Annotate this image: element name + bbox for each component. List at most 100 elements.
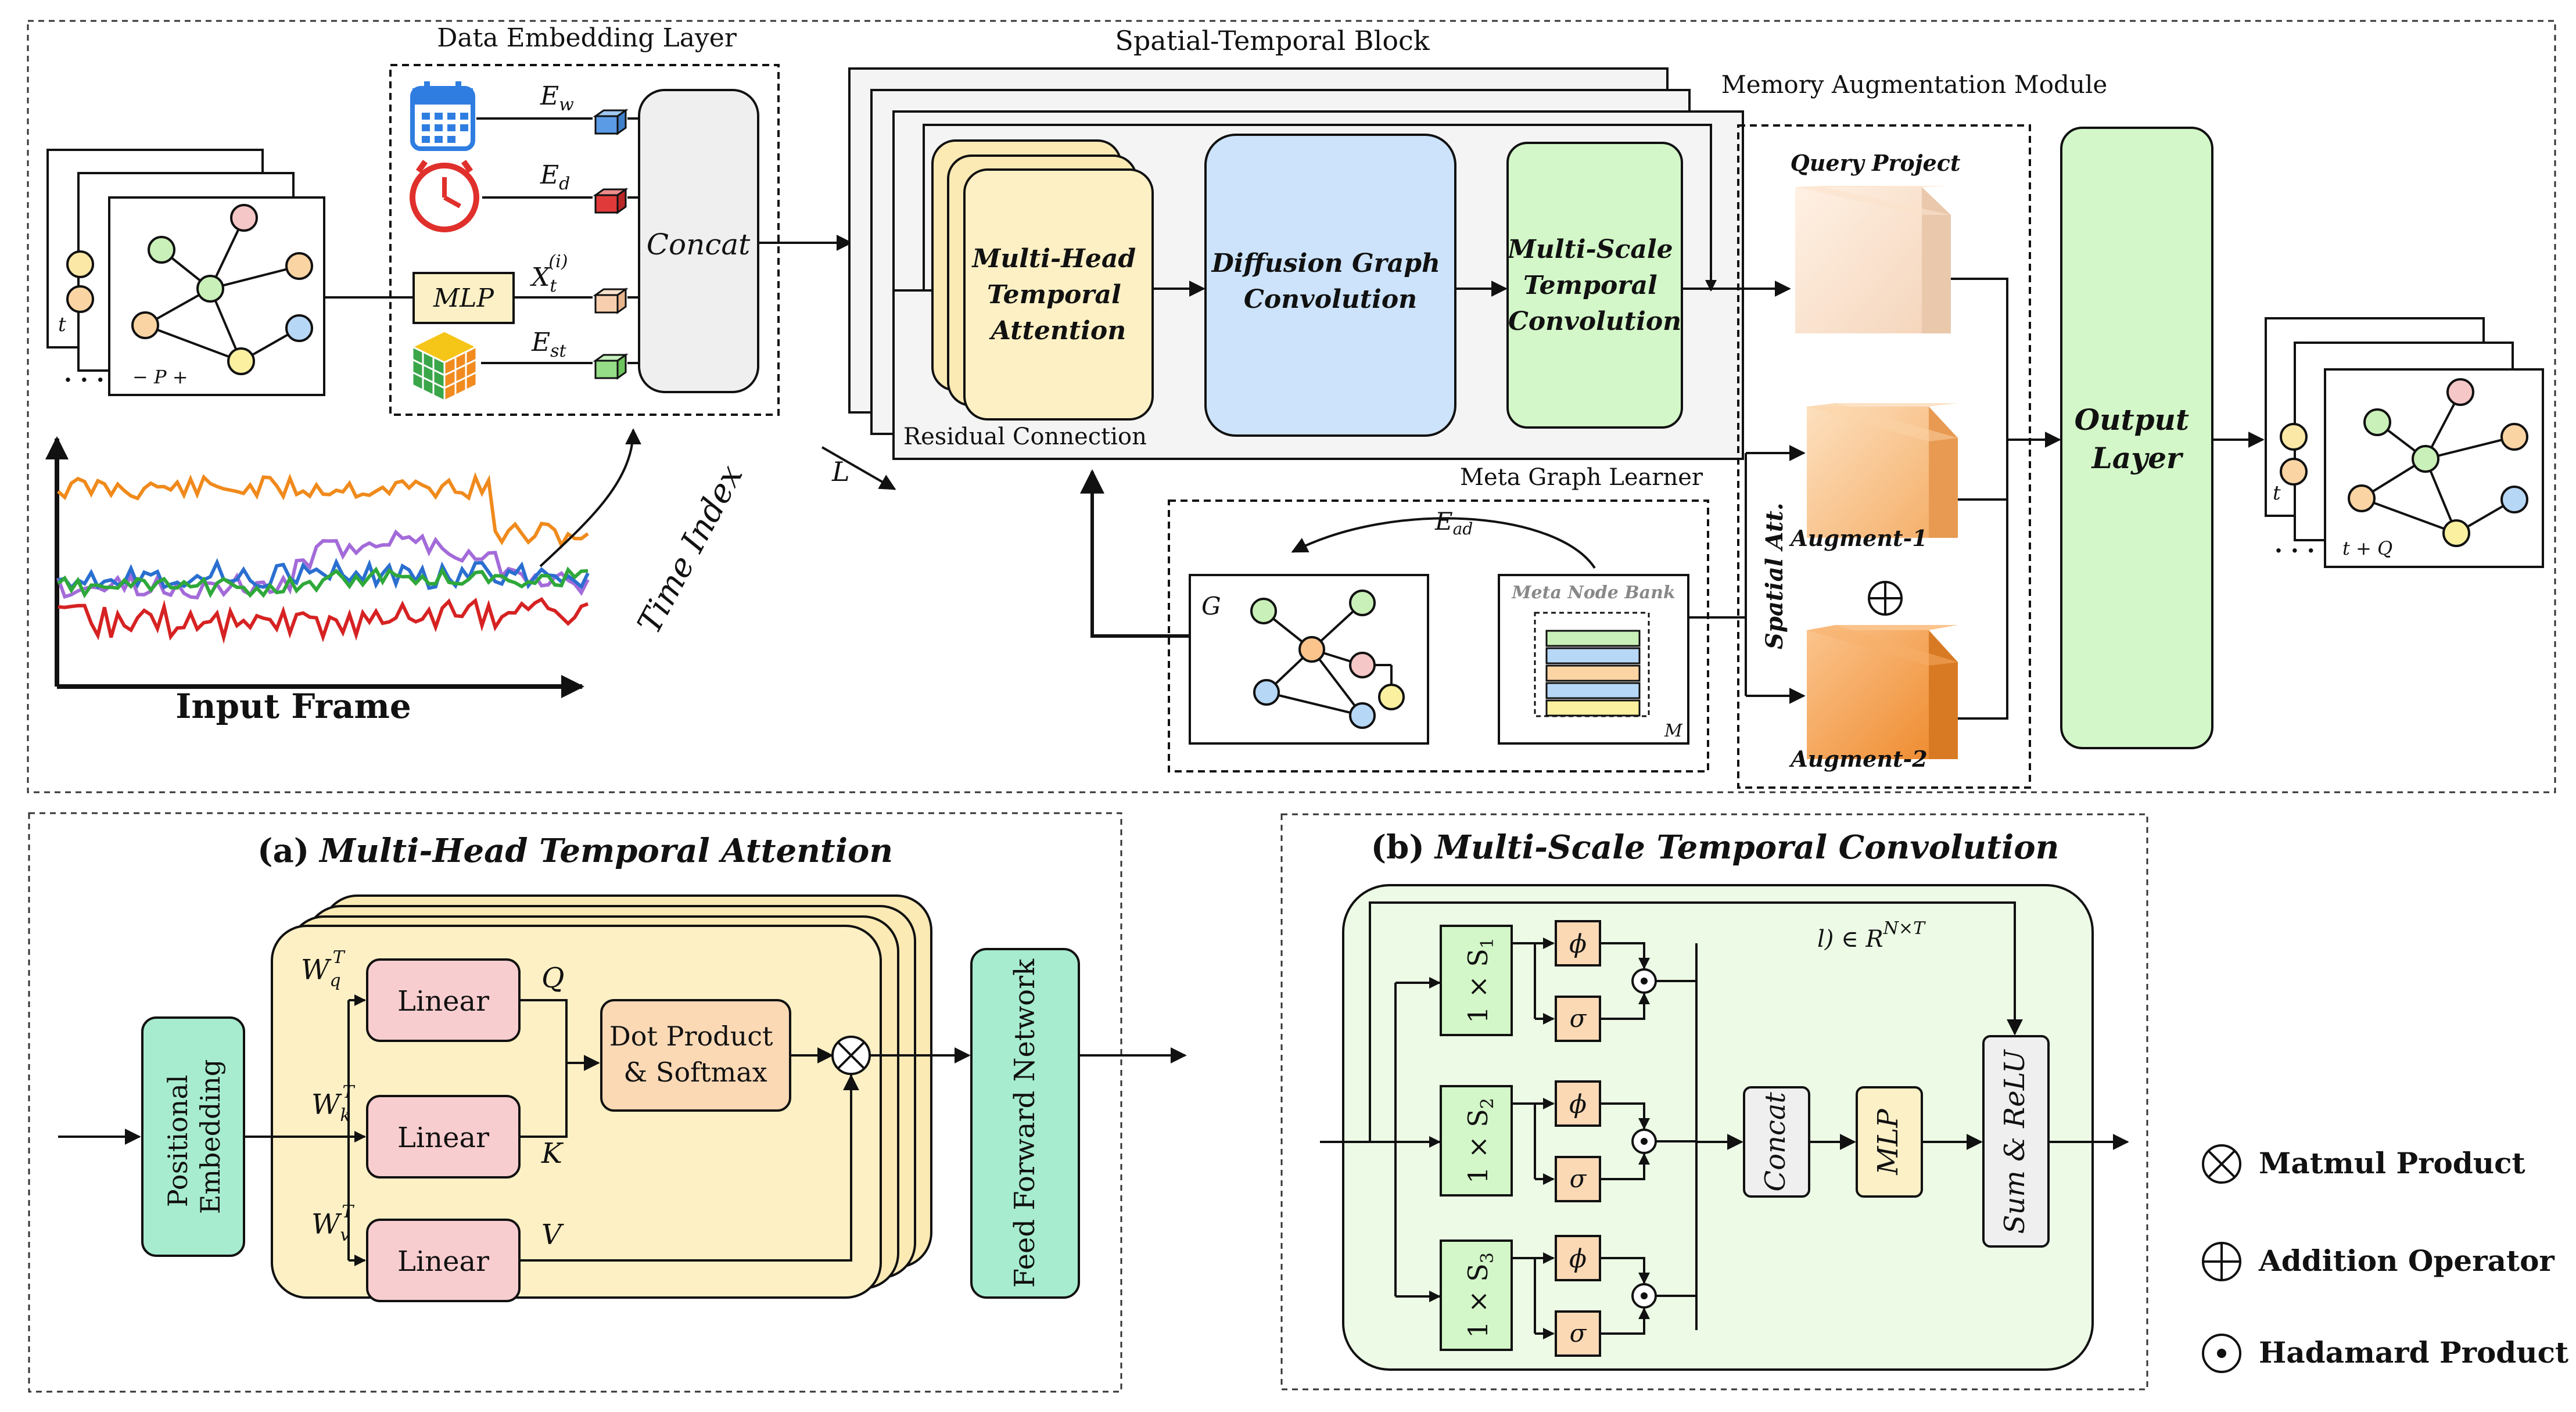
memory-frame [1737,124,2031,789]
time-index-label: Time Index [630,459,751,639]
input-frame-dots: · · · [64,367,105,394]
memory-title: Memory Augmentation Module [1721,70,2108,99]
svg-text:Est: Est [531,328,567,361]
sigma-label-2: σ [1570,1165,1587,1193]
edge-label: E [1434,507,1453,536]
pb-container [1342,884,2094,1371]
output-layer-label: Output Layer [2075,403,2200,475]
time-index-arrow [539,428,641,567]
ffn-label: Feed Forward Network [1009,958,1041,1288]
svg-text:Ew: Ew [540,81,574,115]
top-frame [27,20,2556,793]
augment2-cube [1807,625,1958,759]
embedding-lines [476,117,639,364]
graph-g-nodes [1250,590,1405,729]
svg-text:Multi-Head Temporal: Multi-Head Temporal Attention [971,244,1145,346]
embedding-labels: Ew Ed Xt(i) Est [530,81,574,361]
series-blue [58,558,590,591]
legend-label-3: Hadamard Product [2259,1335,2568,1370]
sigma-label-3: σ [1570,1319,1587,1348]
graph-to-st-arrow [1080,469,1190,638]
cube-icon [410,330,479,403]
graph-g-label: G [1201,592,1221,620]
svg-text:1 × S1: 1 × S1 [1462,937,1498,1023]
svg-text:1 × S2: 1 × S2 [1462,1098,1498,1184]
mhta-stack: Multi-Head Temporal Attention [931,139,1154,421]
phi-label-2: ϕ [1569,1090,1587,1119]
mstc-label: Multi-Scale Temporal Convolution [1506,235,1682,336]
residual-label: Residual Connection [903,423,1147,450]
meta-node-bank-label: Meta Node Bank [1511,583,1675,603]
scale-2-label: 1 × S [1462,1109,1494,1184]
query-cube [1795,186,1951,333]
time-series-plot: Input Frame [45,436,590,726]
svg-text:Ead: Ead [1434,507,1473,538]
output-frame-dots: · · · [2274,537,2315,565]
wk-label: W [311,1088,342,1121]
series-purple [56,529,590,600]
embedding-mlp-box [412,272,515,324]
pb-formula: l) ∈ RN×T [1817,918,1926,953]
scale-3-box [1440,1239,1513,1351]
st-block-title: Spatial-Temporal Block [1115,25,1430,56]
augment2-label: Augment-2 [1789,746,1927,772]
embedding-cubes [593,109,629,380]
mhta-box [963,168,1154,421]
panel-a-title: (a)Multi-Head Temporal Attention [257,832,893,870]
output-frame-q: t + Q [2342,537,2392,559]
emb-st-label: E [531,328,550,357]
residual-path [923,124,1717,292]
scale-3-label: 1 × S [1462,1263,1494,1338]
k-label: K [541,1137,564,1170]
sum-relu-label: Sum & ReLU [1999,1049,2031,1234]
dot-product-label: Dot Product & Softmax [609,1021,781,1088]
meta-graph-frame [1168,500,1709,773]
dot-product-box [600,999,791,1112]
dgc-label: Diffusion Graph Convolution [1211,249,1450,314]
sigma-box-1 [1555,996,1601,1042]
scale-boxes: 1 × S1 1 × S2 1 × S3 [1440,925,1513,1351]
svg-text:WqT: WqT [301,947,346,991]
augment1-label: Augment-1 [1789,525,1927,551]
series-orange [56,472,589,549]
series-green [57,566,589,599]
linear-q-label: Linear [397,985,489,1018]
wq-label: W [301,954,332,986]
svg-text:1 × S3: 1 × S3 [1462,1252,1498,1338]
emb-x-label: X [530,263,551,292]
q-label: Q [541,962,564,994]
svg-text:Xt(i): Xt(i) [530,251,568,296]
panel-b-title: (b)Multi-Scale Temporal Convolution [1371,828,2060,867]
meta-graph-title: Meta Graph Learner [1460,464,1703,491]
series-red [58,597,589,644]
embedding-mlp-label: MLP [433,283,494,313]
legend-label-2: Addition Operator [2258,1244,2555,1278]
meta-node-layers [1545,630,1641,717]
input-frame-t: t [58,313,66,336]
memory-output-lines [1951,278,2008,720]
svg-text:Ed: Ed [540,160,570,194]
query-project-label: Query Project [1791,150,1961,176]
emb-w-label: E [540,81,559,111]
meta-m-label: M [1664,721,1683,741]
mstc-box [1506,142,1683,429]
embedding-concat-label: Concat [647,228,751,261]
linear-k-label: Linear [397,1122,489,1154]
dgc-box [1204,134,1456,437]
pb-concat-label: Concat [1759,1092,1792,1192]
layers-label: L [831,456,850,487]
svg-text:WkT: WkT [311,1082,356,1126]
scale-1-box [1440,925,1513,1036]
panel-a-frame [28,812,1122,1393]
calendar-icon [410,81,475,151]
clock-icon [410,160,479,232]
phi-label-3: ϕ [1569,1244,1587,1274]
embedding-title: Data Embedding Layer [437,23,737,53]
embedding-frame [389,64,780,416]
wv-label: W [311,1208,342,1241]
meta-to-graph-arrow [1291,517,1596,569]
augment-plus-icon [1868,581,1903,616]
linear-v-label: Linear [397,1245,489,1278]
